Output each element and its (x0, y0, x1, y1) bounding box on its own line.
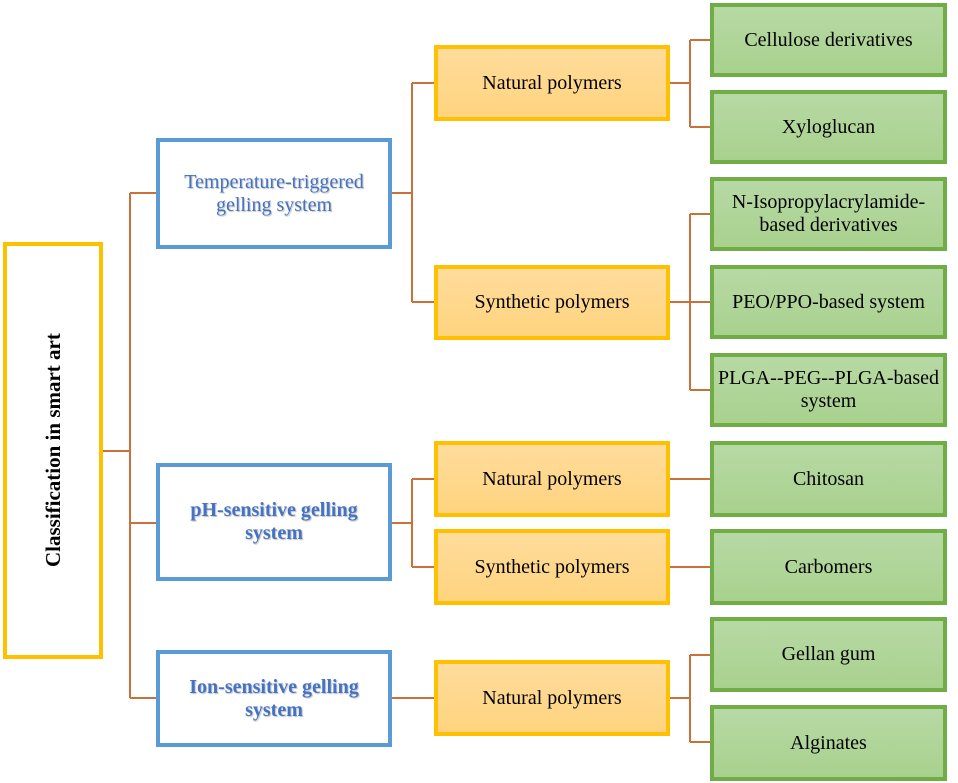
connector-temp-natural (668, 39, 711, 128)
root-label: Classification in smart art (40, 333, 65, 568)
item-label: Chitosan (792, 467, 865, 490)
group-ph-synthetic-box: Synthetic polymers (434, 529, 670, 605)
item-plga-peg-plga: PLGA--PEG--PLGA-based system (710, 353, 947, 427)
item-label: Cellulose derivatives (744, 28, 913, 51)
item-cellulose-derivatives: Cellulose derivatives (710, 3, 947, 77)
connector-ion-natural (668, 654, 711, 743)
item-label: Xyloglucan (781, 115, 876, 138)
group-temp-natural-box: Natural polymers (434, 45, 670, 121)
connector-temp (390, 82, 435, 303)
item-carbomers: Carbomers (710, 529, 947, 605)
item-label: Carbomers (784, 555, 873, 578)
item-chitosan: Chitosan (710, 441, 947, 517)
system-ph-box: pH-sensitive gelling system (156, 463, 392, 581)
item-gellan-gum: Gellan gum (710, 617, 947, 692)
group-temp-synthetic-box: Synthetic polymers (434, 265, 670, 340)
group-ion-natural-label: Natural polymers (482, 686, 622, 709)
connector-temp-synthetic (668, 213, 711, 391)
system-temperature-label: Temperature-triggered gelling system (184, 170, 364, 216)
group-temp-natural-label: Natural polymers (482, 71, 622, 94)
item-xyloglucan: Xyloglucan (710, 90, 947, 164)
item-label: Alginates (790, 731, 867, 754)
connector-root-trunk (102, 192, 157, 699)
system-temperature-box: Temperature-triggered gelling system (156, 138, 392, 249)
root-classification-box: Classification in smart art (3, 242, 103, 659)
item-peo-ppo: PEO/PPO-based system (710, 265, 947, 339)
item-label: Gellan gum (781, 643, 876, 665)
item-alginates: Alginates (710, 705, 947, 781)
group-temp-synthetic-label: Synthetic polymers (474, 291, 630, 313)
system-ion-label: Ion-sensitive gelling system (189, 675, 359, 721)
group-ph-natural-label: Natural polymers (482, 467, 622, 490)
group-ph-natural-box: Natural polymers (434, 441, 670, 517)
connector-ph (390, 478, 435, 568)
system-ph-label: pH-sensitive gelling system (190, 499, 358, 544)
system-ion-box: Ion-sensitive gelling system (156, 650, 392, 747)
item-label: PEO/PPO-based system (732, 290, 925, 313)
group-ph-synthetic-label: Synthetic polymers (474, 555, 630, 578)
item-label: PLGA--PEG--PLGA-based system (717, 367, 940, 412)
item-label: N-Isopropylacrylamide-based derivatives (731, 191, 926, 236)
item-n-isopropylacrylamide: N-Isopropylacrylamide-based derivatives (710, 177, 947, 251)
group-ion-natural-box: Natural polymers (434, 660, 670, 736)
